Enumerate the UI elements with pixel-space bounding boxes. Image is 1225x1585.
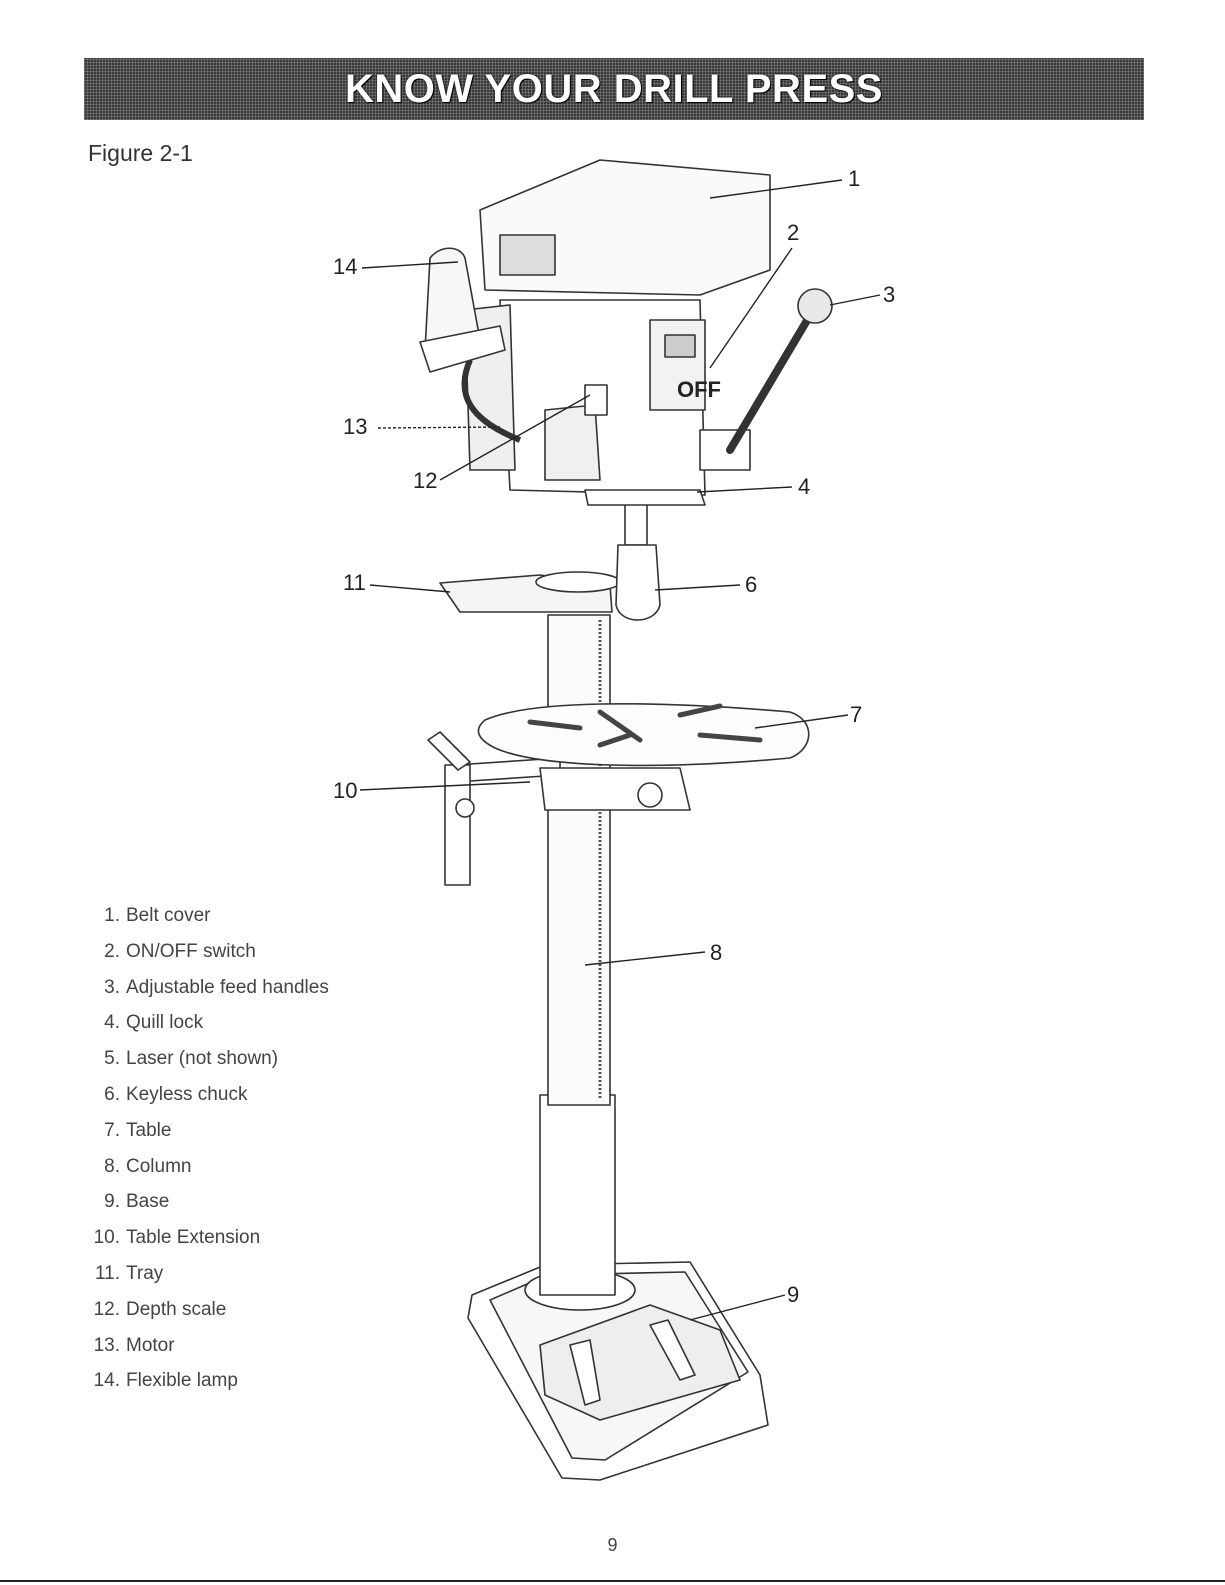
list-item: 2.ON/OFF switch <box>86 938 329 974</box>
list-item: 13.Motor <box>86 1332 329 1368</box>
page-number: 9 <box>0 1535 1225 1556</box>
table-extension-knob <box>456 799 474 817</box>
list-item: 10.Table Extension <box>86 1224 329 1260</box>
table-extension-arm <box>445 765 470 885</box>
list-item: 14.Flexible lamp <box>86 1367 329 1403</box>
callout-11: 11 <box>343 570 366 595</box>
column-lower <box>540 1095 615 1295</box>
column-collar <box>536 572 620 592</box>
list-item: 5.Laser (not shown) <box>86 1045 329 1081</box>
callout-14: 14 <box>333 254 357 279</box>
bottom-rule <box>0 1580 1225 1582</box>
list-item: 4.Quill lock <box>86 1009 329 1045</box>
list-item: 12.Depth scale <box>86 1296 329 1332</box>
callout-9: 9 <box>787 1282 799 1307</box>
callout-10: 10 <box>333 778 357 803</box>
callout-8: 8 <box>710 940 722 965</box>
feed-handle-ball <box>798 289 832 323</box>
table <box>478 704 808 766</box>
table-lock-knob <box>638 783 662 807</box>
list-item: 7.Table <box>86 1117 329 1153</box>
list-item: 8.Column <box>86 1153 329 1189</box>
keyless-chuck <box>616 545 660 620</box>
quill-lock <box>585 490 705 505</box>
callout-4: 4 <box>798 474 810 499</box>
depth-scale <box>585 385 607 415</box>
callout-13: 13 <box>343 414 367 439</box>
list-item: 1.Belt cover <box>86 902 329 938</box>
parts-list: 1.Belt cover 2.ON/OFF switch 3.Adjustabl… <box>86 902 329 1403</box>
callout-1: 1 <box>848 166 860 191</box>
callout-7: 7 <box>850 702 862 727</box>
switch-label: OFF <box>677 377 721 402</box>
list-item: 11.Tray <box>86 1260 329 1296</box>
belt-cover-window <box>500 235 555 275</box>
list-item: 6.Keyless chuck <box>86 1081 329 1117</box>
list-item: 9.Base <box>86 1188 329 1224</box>
table-support <box>540 768 690 810</box>
callout-6: 6 <box>745 572 757 597</box>
feed-handle <box>730 312 812 450</box>
list-item: 3.Adjustable feed handles <box>86 974 329 1010</box>
callout-12: 12 <box>413 468 437 493</box>
callout-2: 2 <box>787 220 799 245</box>
callout-3: 3 <box>883 282 895 307</box>
